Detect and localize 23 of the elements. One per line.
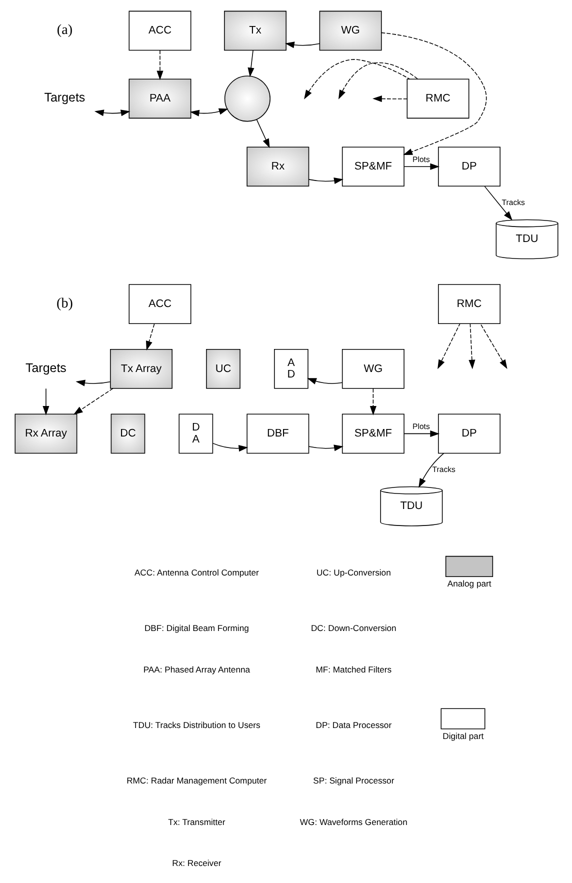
label: MF: Matched Filters — [315, 664, 392, 674]
label: WG: Waveforms Generation — [299, 816, 407, 827]
label: UC: Up-Conversion — [316, 568, 390, 578]
label: RMC: Radar Management Computer — [126, 775, 266, 786]
legend-label: Digital part — [442, 730, 484, 741]
legend-label: Analog part — [446, 578, 491, 589]
label: SP: Signal Processor — [312, 775, 394, 786]
label: DP: Data Processor — [315, 720, 392, 730]
edge-label: Tracks — [432, 464, 455, 474]
label: (b) — [56, 295, 72, 312]
node-text: Targets — [24, 360, 66, 375]
edge-label: Plots — [412, 154, 430, 164]
edge-label: Plots — [412, 422, 430, 432]
label: TDU: Tracks Distribution to Users — [132, 720, 260, 730]
edge-label: Tracks — [501, 198, 524, 207]
label: ACC: Antenna Control Computer — [134, 568, 258, 578]
label: Tx: Transmitter — [168, 816, 225, 827]
label: Rx: Receiver — [172, 858, 221, 868]
node-text: Targets — [44, 90, 85, 105]
label: PAA: Phased Array Antenna — [142, 664, 250, 674]
label: (a) — [56, 22, 72, 38]
label: DC: Down-Conversion — [310, 623, 396, 634]
label: DBF: Digital Beam Forming — [144, 623, 248, 634]
